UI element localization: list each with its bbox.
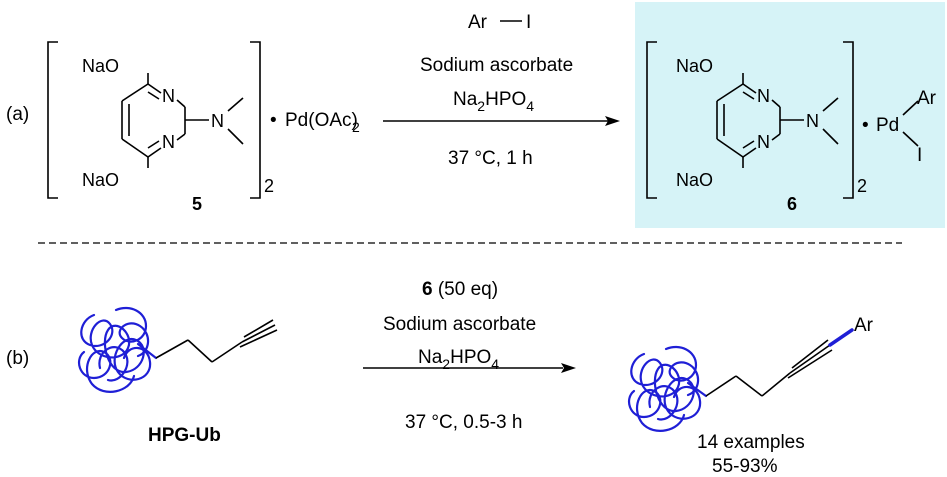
ring-nitrogen-1: N: [162, 86, 175, 106]
arylated-chain: [705, 339, 833, 397]
ubiquitin-coil-icon: [77, 306, 158, 393]
pyrimidine-ring: [121, 73, 244, 168]
reagent-catalyst-loading: 6 (50 eq): [422, 279, 498, 300]
part-b-label: (b): [6, 348, 29, 369]
conditions-a: Ar I Sodium ascorbate Na2HPO4 37 °C, 1 h: [383, 12, 620, 169]
compound-number-6: 6: [787, 194, 797, 214]
left-bracket: [646, 41, 657, 199]
reaction-arrowhead-b: [561, 363, 576, 373]
palladium-center: Pd: [876, 115, 899, 136]
part-a: (a): [6, 2, 945, 228]
new-carbon-aryl-bond: [828, 328, 854, 347]
reagent-temperature-time: 37 °C, 0.5-3 h: [405, 412, 522, 433]
aryl-iodide-ar: Ar: [468, 12, 488, 33]
product-highlight-box: [635, 2, 945, 228]
scope-examples: 14 examples: [697, 432, 805, 453]
hpg-ub-label: HPG-Ub: [148, 425, 221, 446]
palladium-acetate-subscript: 2: [352, 119, 360, 135]
palladium-iodide-ligand: I: [917, 145, 922, 166]
reaction-arrowhead-a: [605, 116, 620, 126]
left-bracket: [47, 41, 58, 199]
palladium-aryl-ligand: Ar: [917, 88, 937, 109]
part-b: (b) HPG-Ub 6 (50 eq) Sodium: [6, 279, 874, 477]
homopropargyl-chain: [155, 319, 278, 363]
arylated-product: Ar 14 examples 55-93%: [627, 315, 874, 477]
right-bracket: [250, 41, 261, 199]
yield-range: 55-93%: [712, 456, 778, 477]
product-complex-6: NaO NaO N N N 6 2 • Pd Ar I: [635, 2, 945, 228]
palladium-acetate: Pd(OAc): [285, 110, 358, 131]
bracket-multiplier: 2: [264, 176, 274, 196]
reagent-phosphate: Na2HPO4: [453, 89, 534, 114]
conditions-b: 6 (50 eq) Sodium ascorbate Na2HPO4 37 °C…: [363, 279, 576, 433]
ring-nitrogen-2: N: [162, 132, 175, 152]
amine-nitrogen: N: [211, 111, 224, 131]
amine-nitrogen: N: [806, 111, 819, 131]
reagent-sodium-ascorbate: Sodium ascorbate: [383, 314, 536, 335]
ring-nitrogen-1: N: [757, 86, 770, 106]
hpg-ub-reactant: HPG-Ub: [77, 306, 278, 446]
part-a-label: (a): [6, 104, 29, 125]
substituent-bottom: NaO: [676, 170, 713, 190]
substituent-bottom: NaO: [82, 170, 119, 190]
adduct-dot: •: [862, 115, 869, 136]
substituent-top: NaO: [82, 56, 119, 76]
pyrimidine-ring: [716, 73, 919, 168]
reactant-complex-5: NaO NaO N N N 5 2 • Pd(OAc) 2: [47, 41, 360, 214]
reagent-temperature-time: 37 °C, 1 h: [448, 148, 533, 169]
aryl-group-label: Ar: [854, 315, 874, 336]
ring-nitrogen-2: N: [757, 132, 770, 152]
aryl-iodide-i: I: [526, 12, 531, 33]
right-bracket: [843, 41, 854, 199]
reagent-sodium-ascorbate: Sodium ascorbate: [420, 55, 573, 76]
ubiquitin-coil-icon: [627, 345, 708, 432]
adduct-dot: •: [270, 110, 277, 131]
reagent-phosphate: Na2HPO4: [418, 347, 499, 372]
compound-number-5: 5: [192, 194, 202, 214]
bracket-multiplier: 2: [857, 176, 867, 196]
substituent-top: NaO: [676, 56, 713, 76]
